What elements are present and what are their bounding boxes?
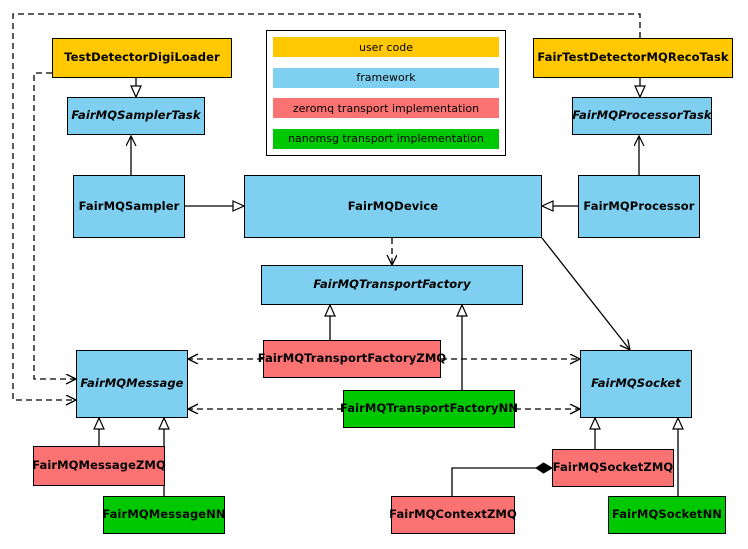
legend-label-user-code: user code bbox=[358, 40, 414, 54]
class-node-fairmqsamplertask[interactable]: FairMQSamplerTask bbox=[67, 97, 205, 135]
edge-contextzmq-socketzmq bbox=[451, 462, 553, 496]
legend: user code framework zeromq transport imp… bbox=[266, 30, 506, 156]
legend-label-framework: framework bbox=[356, 71, 416, 85]
class-node-testdetectordigiloader[interactable]: TestDetectorDigiLoader bbox=[52, 38, 232, 78]
class-node-fairmqtransportfactoryzmq[interactable]: FairMQTransportFactoryZMQ bbox=[258, 340, 446, 378]
class-node-fairmqmessagenn[interactable]: FairMQMessageNN bbox=[102, 496, 226, 534]
class-node-fairtestdetectormqrecotask[interactable]: FairTestDetectorMQRecoTask bbox=[533, 38, 733, 78]
legend-item-nanomsg: nanomsg transport implementation bbox=[273, 128, 499, 149]
class-node-fairmqprocessor[interactable]: FairMQProcessor bbox=[578, 175, 700, 238]
legend-item-framework: framework bbox=[273, 67, 499, 88]
class-node-fairmqsocket[interactable]: FairMQSocket bbox=[580, 350, 692, 418]
class-node-fairmqsampler[interactable]: FairMQSampler bbox=[73, 175, 185, 238]
class-node-fairmqtransportfactorynn[interactable]: FairMQTransportFactoryNN bbox=[340, 390, 518, 428]
legend-label-nanomsg: nanomsg transport implementation bbox=[288, 132, 484, 146]
class-node-fairmqsocketnn[interactable]: FairMQSocketNN bbox=[608, 496, 726, 534]
class-node-fairmqmessagezmq[interactable]: FairMQMessageZMQ bbox=[32, 446, 166, 486]
class-node-fairmqprocessortask[interactable]: FairMQProcessorTask bbox=[572, 97, 712, 135]
class-node-fairmqsocketzmq[interactable]: FairMQSocketZMQ bbox=[552, 449, 674, 487]
class-node-fairmqdevice[interactable]: FairMQDevice bbox=[244, 175, 542, 238]
class-node-fairmqcontextzmq[interactable]: FairMQContextZMQ bbox=[389, 496, 517, 534]
class-node-fairmqmessage[interactable]: FairMQMessage bbox=[76, 350, 188, 418]
legend-label-zeromq: zeromq transport implementation bbox=[292, 101, 480, 115]
edge-device-socket bbox=[541, 237, 630, 350]
class-node-fairmqtransportfactory[interactable]: FairMQTransportFactory bbox=[261, 265, 523, 305]
legend-item-zeromq: zeromq transport implementation bbox=[273, 98, 499, 119]
legend-item-user-code: user code bbox=[273, 37, 499, 57]
